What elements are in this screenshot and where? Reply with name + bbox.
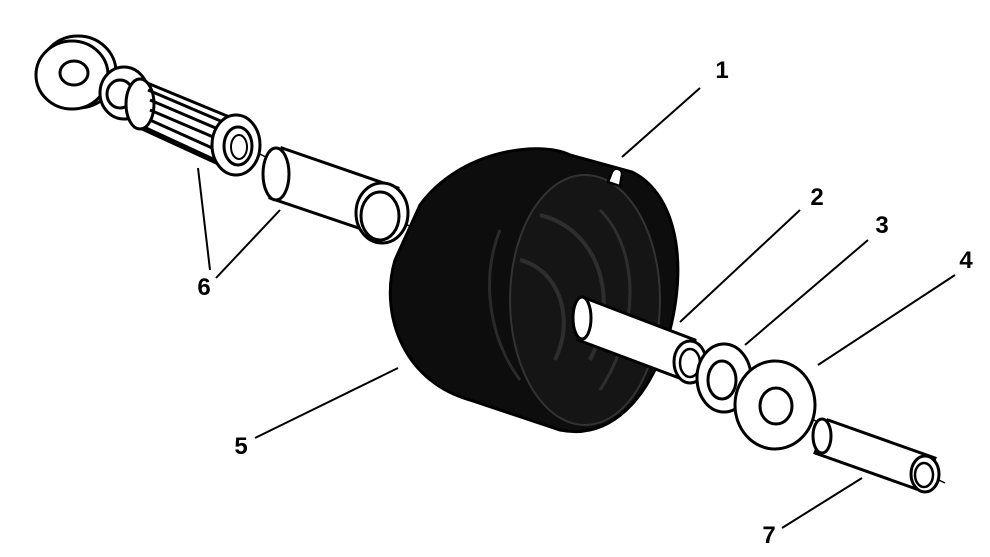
leader-line-3 (744, 239, 869, 346)
wheel-tire (388, 147, 680, 433)
leader-line-5 (254, 367, 399, 439)
left-thrust-washer (34, 34, 118, 111)
leader-line-2 (679, 209, 801, 323)
callout-1: 1 (715, 57, 729, 84)
right-sleeve (811, 417, 941, 494)
callout-2: 2 (810, 184, 824, 211)
leader-line-7 (781, 477, 863, 529)
axle-tube (571, 295, 708, 385)
callout-6: 6 (197, 274, 211, 301)
roller-bearing (124, 77, 262, 177)
callout-5: 5 (234, 433, 248, 460)
leader-line-6a (197, 167, 211, 271)
right-washer (733, 359, 817, 451)
callout-3: 3 (875, 212, 889, 239)
callout-7: 7 (762, 522, 776, 549)
leader-line-4 (817, 274, 956, 366)
leader-line-1 (621, 87, 701, 158)
leader-line-6b (215, 209, 281, 279)
callout-4: 4 (959, 247, 973, 274)
left-sleeve (261, 146, 410, 245)
